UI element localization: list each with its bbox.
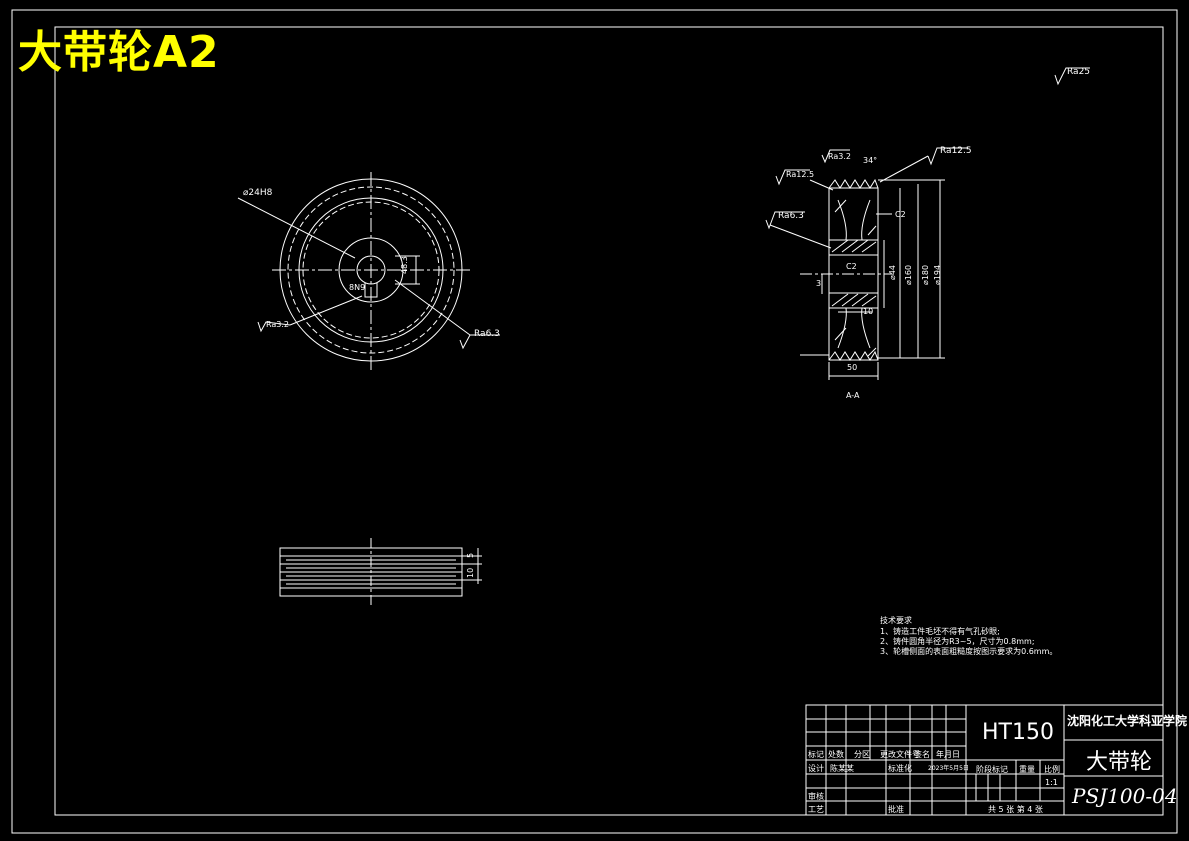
section-label: A-A — [846, 391, 860, 400]
groove-top-roughness-label: Ra3.2 — [828, 152, 852, 161]
groove-view — [279, 538, 482, 606]
school-name: 沈阳化工大学科亚学院 — [1067, 714, 1188, 728]
keyway-roughness-label: Ra3.2 — [266, 320, 290, 329]
scale-value: 1:1 — [1045, 778, 1058, 787]
header-cell: 签名 — [914, 750, 930, 759]
key-width-label: 8N9 — [349, 283, 366, 292]
drawing-number: PSJ100-04 — [1072, 784, 1178, 808]
section-view — [765, 147, 968, 380]
design-label: 设计 — [808, 764, 824, 773]
header-cell: 更改文件号 — [880, 750, 920, 759]
roughness-general-label: Ra25 — [1067, 67, 1091, 77]
title-block-grid — [805, 704, 1164, 816]
header-cell: 分区 — [854, 750, 870, 759]
web-diameter-label: ⌀160 — [904, 264, 913, 285]
small-dim-label: 3 — [816, 279, 822, 288]
groove-dim-a-label: 5 — [466, 552, 475, 558]
inner-frame — [54, 26, 1164, 816]
web-roughness-label: Ra6.3 — [778, 211, 804, 221]
drawing-title: 大带轮A2 — [18, 27, 220, 78]
groove-dim-b-label: 10 — [466, 567, 475, 578]
rim-roughness-label: Ra12.5 — [940, 146, 972, 156]
approve-label: 批准 — [888, 805, 904, 814]
sheet-info: 共 5 张 第 4 张 — [988, 805, 1043, 814]
roughness-symbol-general — [1054, 67, 1090, 86]
hub-diameter-label: ⌀44 — [888, 265, 897, 280]
part-name: 大带轮 — [1086, 750, 1153, 775]
weight-label: 重量 — [1019, 765, 1035, 774]
stage-label: 阶段标记 — [976, 765, 1008, 774]
material-label: HT150 — [982, 720, 1054, 745]
header-cell: 处数 — [828, 750, 844, 759]
designer-name: 陈某某 — [830, 764, 854, 773]
bore-diameter-label: ⌀24H8 — [243, 188, 273, 198]
chamfer-inner-label: C2 — [895, 210, 906, 219]
web-thickness-label: 10 — [863, 307, 874, 316]
scale-label: 比例 — [1044, 765, 1060, 774]
front-view — [237, 172, 500, 372]
design-date: 2023年5月5日 — [928, 765, 969, 772]
process-label: 工艺 — [808, 805, 824, 814]
chamfer-hub-label: C2 — [846, 262, 857, 271]
tech-requirement-item: 1、铸造工件毛坯不得有气孔砂眼; — [880, 627, 1000, 636]
tech-requirement-item: 2、铸件圆角半径为R3~5，尺寸为0.8mm; — [880, 637, 1035, 646]
outer-frame — [11, 9, 1178, 834]
pitch-diameter-label: ⌀194 — [933, 264, 942, 285]
key-depth-label: 48.3 — [400, 256, 409, 274]
header-cell: 年月日 — [936, 750, 960, 759]
standardization-label: 标准化 — [888, 764, 912, 773]
header-cell: 标记 — [808, 750, 824, 759]
tech-requirements-heading: 技术要求 — [880, 616, 912, 625]
groove-left-roughness-label: Ra12.5 — [786, 170, 815, 179]
width-label: 50 — [847, 363, 858, 372]
bore-roughness-label: Ra6.3 — [474, 329, 500, 339]
groove-angle-label: 34° — [863, 156, 878, 165]
check-label: 审核 — [808, 792, 824, 801]
outer-diameter-label: ⌀180 — [921, 264, 930, 285]
tech-requirement-item: 3、轮槽侧面的表面粗糙度按图示要求为0.6mm。 — [880, 647, 1058, 656]
